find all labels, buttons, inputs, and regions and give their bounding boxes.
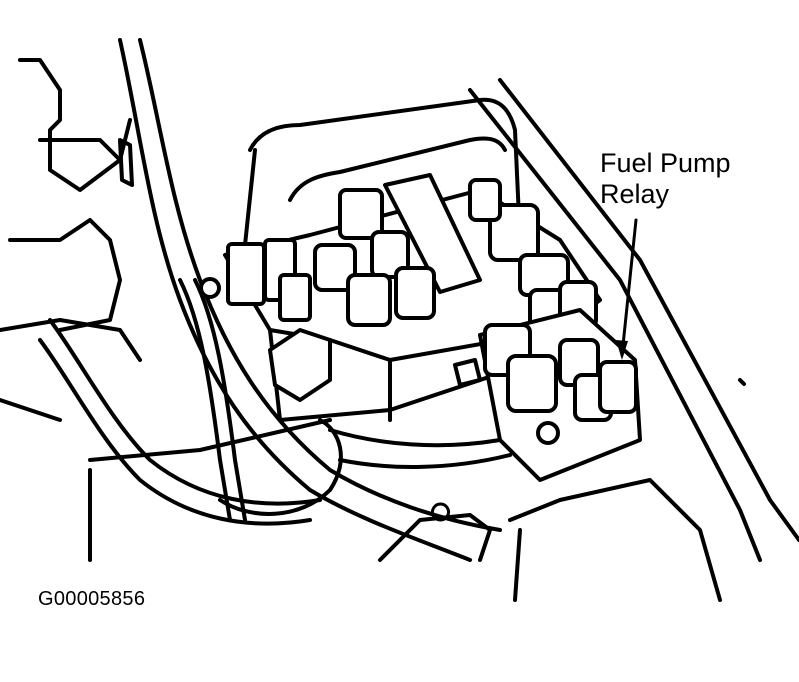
callout-line-1: Fuel Pump — [600, 148, 731, 178]
lower-structures — [0, 378, 746, 602]
wiring-harness — [38, 38, 502, 562]
callout-fuel-pump-relay: Fuel Pump Relay — [600, 148, 731, 210]
relays-main-block — [226, 173, 598, 402]
figure-id-caption: G00005856 — [38, 588, 146, 610]
callout-line-2: Relay — [600, 179, 670, 209]
callout-leader-arrow — [616, 218, 638, 360]
fender-edge — [468, 78, 799, 562]
aux-relay-block — [453, 308, 642, 482]
fuel-pump-relay — [598, 360, 638, 414]
